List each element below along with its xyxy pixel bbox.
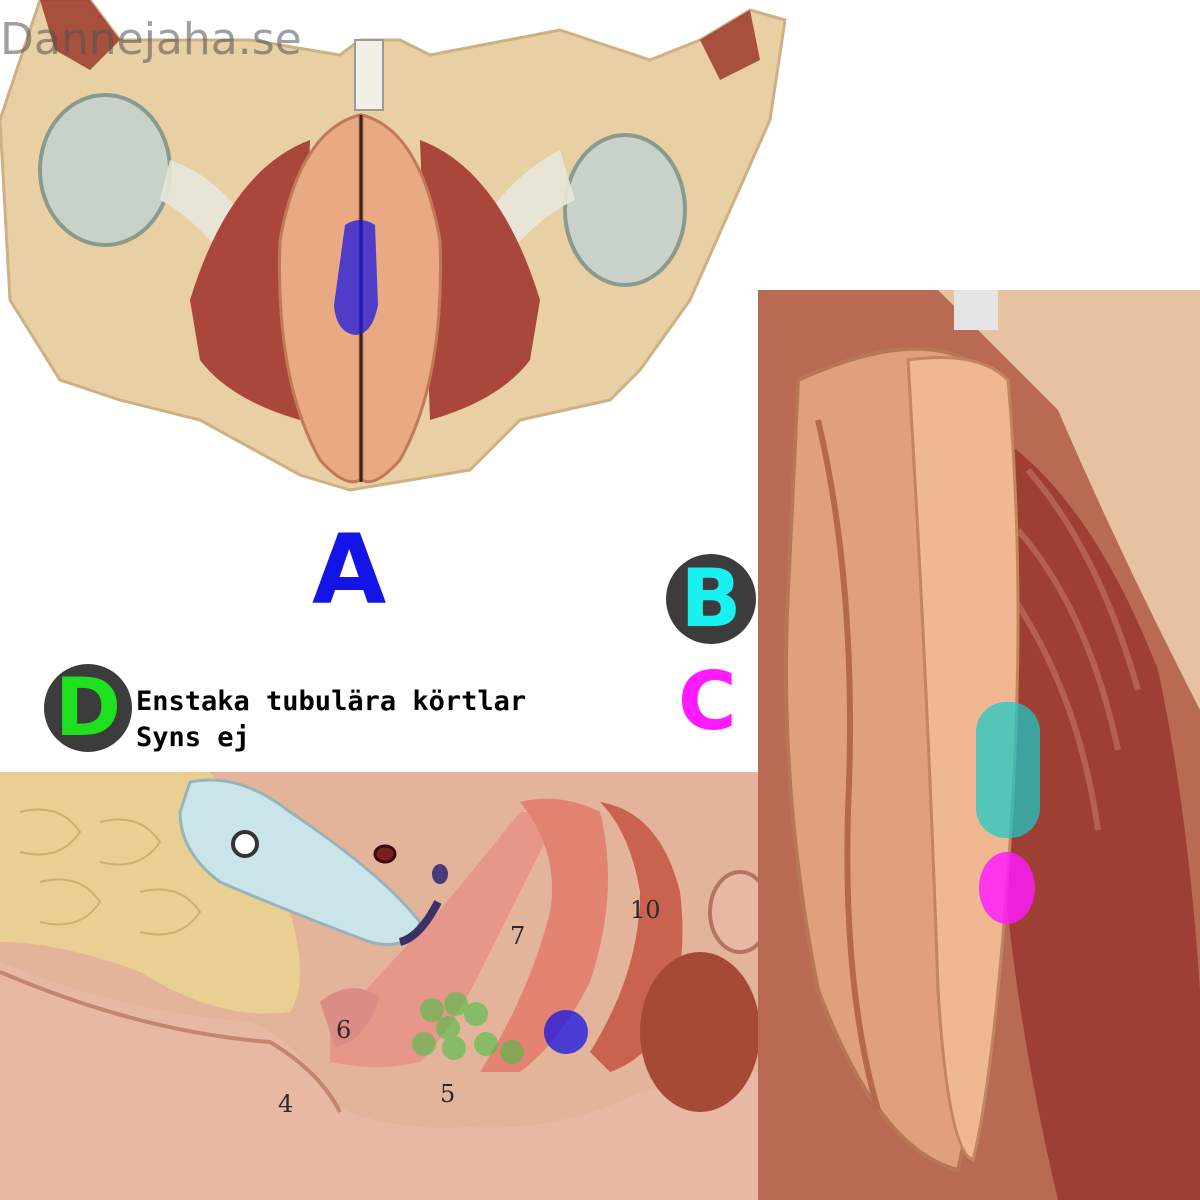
highlight-a — [334, 220, 378, 335]
labium-majus-right — [360, 113, 442, 484]
highlight-d-group — [412, 992, 524, 1064]
label-number-10: 10 — [630, 896, 661, 924]
label-number-4: 4 — [278, 1090, 293, 1118]
sagittal-section-illustration: 4 5 6 7 10 — [0, 772, 758, 1200]
label-number-5: 5 — [440, 1080, 455, 1108]
label-b: B — [680, 552, 742, 645]
highlight-c — [979, 852, 1035, 924]
pelvis-model-photo — [0, 0, 790, 500]
vulva-closeup-photo — [758, 290, 1200, 1200]
label-c: C — [678, 655, 737, 748]
pelvic-floor-muscle-right — [420, 140, 540, 420]
perineal-muscle — [984, 430, 1200, 1200]
left-obturator-foramen — [38, 93, 172, 247]
label-number-6: 6 — [336, 1016, 351, 1044]
watermark: Dannejaha.se — [0, 14, 302, 65]
pelvic-floor-muscle-left — [190, 140, 310, 420]
pelvis-illustration — [0, 0, 787, 492]
right-obturator-foramen — [563, 133, 687, 287]
note-line-2: Syns ej — [136, 722, 250, 753]
highlight-b — [976, 702, 1040, 838]
labium-majus-left — [278, 113, 362, 484]
label-b-badge: B — [666, 554, 756, 644]
label-a: A — [312, 514, 387, 626]
vulva-closeup-illustration — [758, 290, 1200, 1200]
label-d: D — [54, 661, 122, 754]
vaginal-wall — [330, 812, 560, 1067]
sagittal-section-photo: 4 5 6 7 10 — [0, 772, 758, 1200]
label-d-badge: D — [44, 664, 132, 752]
note-line-1: Enstaka tubulära körtlar — [136, 686, 527, 717]
label-number-7: 7 — [510, 922, 525, 950]
highlight-a-section — [544, 1010, 588, 1054]
